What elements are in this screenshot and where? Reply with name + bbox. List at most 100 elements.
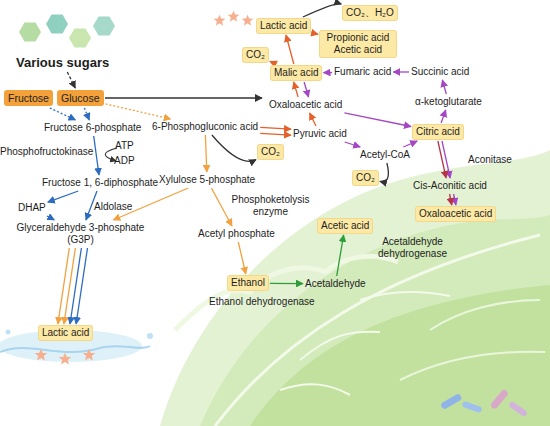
star-icon bbox=[228, 11, 240, 22]
pathway-arrow bbox=[106, 104, 171, 119]
metabolite-node: Oxaloacetic acid bbox=[269, 99, 342, 111]
water-splash bbox=[0, 346, 150, 352]
pathway-arrow bbox=[205, 135, 206, 172]
flow-arrow bbox=[105, 97, 262, 98]
pathway-arrow bbox=[441, 110, 446, 123]
node-text: Acetic acid bbox=[321, 220, 369, 232]
metabolite-node: Glyceraldehyde 3-phosphate (G3P) bbox=[8, 222, 153, 246]
pathway-arrow bbox=[337, 235, 344, 276]
metabolite-box: Ethanol bbox=[228, 276, 268, 290]
metabolite-node: Fructose 6-phosphate bbox=[44, 122, 141, 134]
leaf-vein bbox=[400, 300, 545, 380]
bacteria-icon bbox=[440, 393, 463, 410]
leaf-vein bbox=[280, 292, 450, 395]
lettuce-leaf bbox=[200, 215, 550, 426]
enzyme-label: ADP bbox=[114, 155, 135, 167]
node-text: Fructose 6-phosphate bbox=[44, 122, 141, 134]
pathway-arrow bbox=[48, 191, 79, 202]
pathway-arrow bbox=[64, 248, 76, 324]
pathway-arrow bbox=[270, 283, 303, 285]
node-text: CO₂ bbox=[246, 49, 265, 61]
metabolite-node: Succinic acid bbox=[411, 66, 469, 78]
pathway-arrow bbox=[380, 163, 389, 182]
node-text: Propionic acid Acetic acid bbox=[323, 32, 393, 56]
node-text: Various sugars bbox=[16, 55, 109, 70]
bacteria-icon bbox=[508, 401, 528, 417]
node-text: Fructose bbox=[8, 92, 49, 104]
metabolite-box: CO₂ bbox=[353, 171, 378, 185]
pathway-arrow bbox=[211, 188, 232, 226]
metabolite-node: 6-Phosphogluconic acid bbox=[152, 121, 258, 133]
metabolite-node: Acetaldehyde bbox=[305, 278, 366, 290]
node-text: Oxaloacetic acid bbox=[419, 208, 492, 220]
metabolite-node: Acetyl-CoA bbox=[360, 149, 410, 161]
pathway-arrow bbox=[270, 61, 276, 64]
pathway-arrow bbox=[58, 248, 69, 324]
pathway-arrow bbox=[84, 108, 89, 120]
star-icon bbox=[83, 349, 96, 361]
pathway-arrow bbox=[438, 141, 446, 178]
pathway-arrow bbox=[67, 72, 75, 88]
metabolite-node: α-ketoglutarate bbox=[415, 96, 482, 108]
pathway-arrow bbox=[393, 71, 409, 72]
pathway-arrow bbox=[260, 127, 291, 129]
node-text: Acetyl-CoA bbox=[360, 149, 410, 161]
node-text: α-ketoglutarate bbox=[415, 96, 482, 108]
water-drop bbox=[147, 333, 153, 339]
pathway-arrow bbox=[344, 113, 411, 127]
node-text: CO₂ bbox=[356, 172, 375, 184]
pathway-arrow bbox=[345, 142, 361, 147]
node-text: Glucose bbox=[61, 92, 100, 104]
pathway-arrow bbox=[442, 141, 450, 178]
node-text: Xylulose 5-phosphate bbox=[159, 174, 255, 186]
pathway-arrow bbox=[403, 141, 417, 147]
enzyme-label: Ethanol dehydrogenase bbox=[209, 296, 315, 308]
node-text: Acetaldehyde bbox=[305, 278, 366, 290]
node-text: Lactic acid bbox=[260, 20, 307, 32]
metabolite-box: Lactic acid bbox=[257, 19, 310, 33]
metabolite-box: Citric acid bbox=[413, 125, 463, 139]
metabolite-box: Oxaloacetic acid bbox=[416, 207, 495, 221]
lettuce-leaf bbox=[160, 150, 550, 426]
bacteria-icon bbox=[490, 389, 510, 410]
star-icon bbox=[242, 15, 254, 26]
metabolite-box: Glucose bbox=[57, 90, 104, 106]
pathway-arrow bbox=[260, 133, 291, 135]
pathway-arrow bbox=[312, 33, 318, 34]
pathway-arrow bbox=[294, 82, 298, 97]
metabolite-node: Xylulose 5-phosphate bbox=[159, 174, 255, 186]
metabolite-box: Propionic acid Acetic acid bbox=[320, 31, 396, 57]
node-text: Succinic acid bbox=[411, 66, 469, 78]
sugar-hexagon bbox=[19, 23, 41, 42]
pathway-arrow bbox=[76, 248, 87, 324]
pathway-arrow bbox=[286, 35, 294, 64]
pathway-arrow bbox=[442, 80, 446, 94]
node-text: Lactic acid bbox=[42, 327, 89, 339]
node-text: Glyceraldehyde 3-phosphate (G3P) bbox=[8, 222, 153, 246]
node-text: Pyruvic acid bbox=[293, 128, 347, 140]
water-drop bbox=[6, 330, 11, 335]
pathway-arrow bbox=[212, 135, 256, 161]
metabolite-node: Acetyl phosphate bbox=[198, 228, 275, 240]
node-text: Ethanol bbox=[231, 277, 265, 289]
node-text: Fumaric acid bbox=[334, 66, 391, 78]
node-text: Cis-Aconitic acid bbox=[413, 180, 487, 192]
sugar-hexagon bbox=[69, 29, 91, 48]
source-node: Various sugars bbox=[16, 55, 109, 70]
star-icon bbox=[35, 349, 48, 361]
node-text: Fructose 1, 6-diphosphate bbox=[42, 177, 158, 189]
pathway-arrow bbox=[454, 194, 456, 205]
metabolite-node: Pyruvic acid bbox=[293, 128, 347, 140]
enzyme-label: ATP bbox=[115, 140, 134, 152]
metabolite-box: Malic acid bbox=[271, 66, 321, 80]
enzyme-label: Phosphoketolysis enzyme bbox=[228, 194, 313, 218]
star-icon bbox=[59, 353, 72, 365]
pathway-arrow bbox=[304, 82, 308, 97]
metabolite-node: Fructose 1, 6-diphosphate bbox=[42, 177, 158, 189]
metabolite-node: Cis-Aconitic acid bbox=[413, 180, 487, 192]
pathway-arrow bbox=[238, 242, 246, 274]
pathway-arrow bbox=[50, 108, 76, 120]
node-text: Citric acid bbox=[416, 126, 460, 138]
leaf-edge bbox=[175, 256, 398, 330]
